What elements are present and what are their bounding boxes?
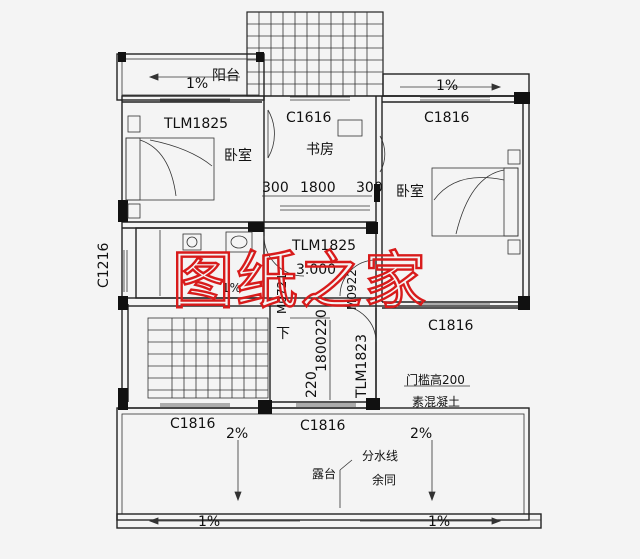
slope-wc: 1% bbox=[222, 281, 241, 295]
slope-terrace-right: 2% bbox=[410, 426, 432, 442]
label-tlm1823: TLM1823 bbox=[354, 334, 370, 399]
label-same-as: 余同 bbox=[372, 472, 396, 487]
dim-300-left: 300 bbox=[262, 180, 289, 196]
label-c1816-bottom-left: C1816 bbox=[170, 416, 215, 432]
dim-220-top: 220 bbox=[314, 309, 330, 336]
label-c1816-top-right: C1816 bbox=[424, 110, 469, 126]
label-tlm1825-mid: TLM1825 bbox=[291, 238, 356, 254]
label-stair-down: 下 bbox=[276, 326, 290, 342]
label-tlm1825-top: TLM1825 bbox=[163, 116, 228, 132]
label-terrace: 露台 bbox=[312, 466, 336, 481]
label-m0721: M0721 bbox=[275, 273, 289, 314]
label-study: 书房 bbox=[306, 142, 334, 158]
label-threshold: 门槛高200 bbox=[406, 372, 465, 387]
label-balcony: 阳台 bbox=[212, 68, 240, 84]
label-c1816-right: C1816 bbox=[428, 318, 473, 334]
dim-300-right: 300 bbox=[356, 180, 383, 196]
dim-1800: 1800 bbox=[300, 180, 336, 196]
label-bedroom-right: 卧室 bbox=[396, 183, 424, 200]
dim-220-bottom: 220 bbox=[304, 371, 320, 398]
dim-1800-vertical: 1800 bbox=[314, 336, 330, 372]
label-bedroom-left: 卧室 bbox=[224, 147, 252, 164]
slope-bottom-left: 1% bbox=[198, 514, 220, 530]
stairs bbox=[147, 317, 269, 399]
label-c1216: C1216 bbox=[96, 243, 112, 288]
windows bbox=[123, 96, 490, 407]
bathroom-fixtures bbox=[182, 231, 253, 253]
arrows bbox=[148, 73, 502, 525]
slope-terrace-left: 2% bbox=[226, 426, 248, 442]
watermark: 图纸之家 bbox=[172, 244, 428, 317]
label-elevation: 3.000 bbox=[296, 262, 336, 278]
label-concrete: 素混凝土 bbox=[412, 394, 460, 409]
bed-left bbox=[125, 115, 215, 219]
slope-balcony: 1% bbox=[186, 76, 208, 92]
doors bbox=[263, 109, 386, 343]
roof-tiles bbox=[246, 11, 384, 97]
slope-bottom-right: 1% bbox=[428, 514, 450, 530]
columns bbox=[118, 52, 530, 414]
slope-top-right: 1% bbox=[436, 78, 458, 94]
label-c1816-bottom-mid: C1816 bbox=[300, 418, 345, 434]
label-c1616: C1616 bbox=[286, 110, 331, 126]
label-water-line: 分水线 bbox=[362, 449, 398, 463]
label-m0922: M0922 bbox=[345, 269, 359, 310]
study-desk bbox=[280, 119, 370, 211]
bed-right bbox=[431, 149, 521, 255]
